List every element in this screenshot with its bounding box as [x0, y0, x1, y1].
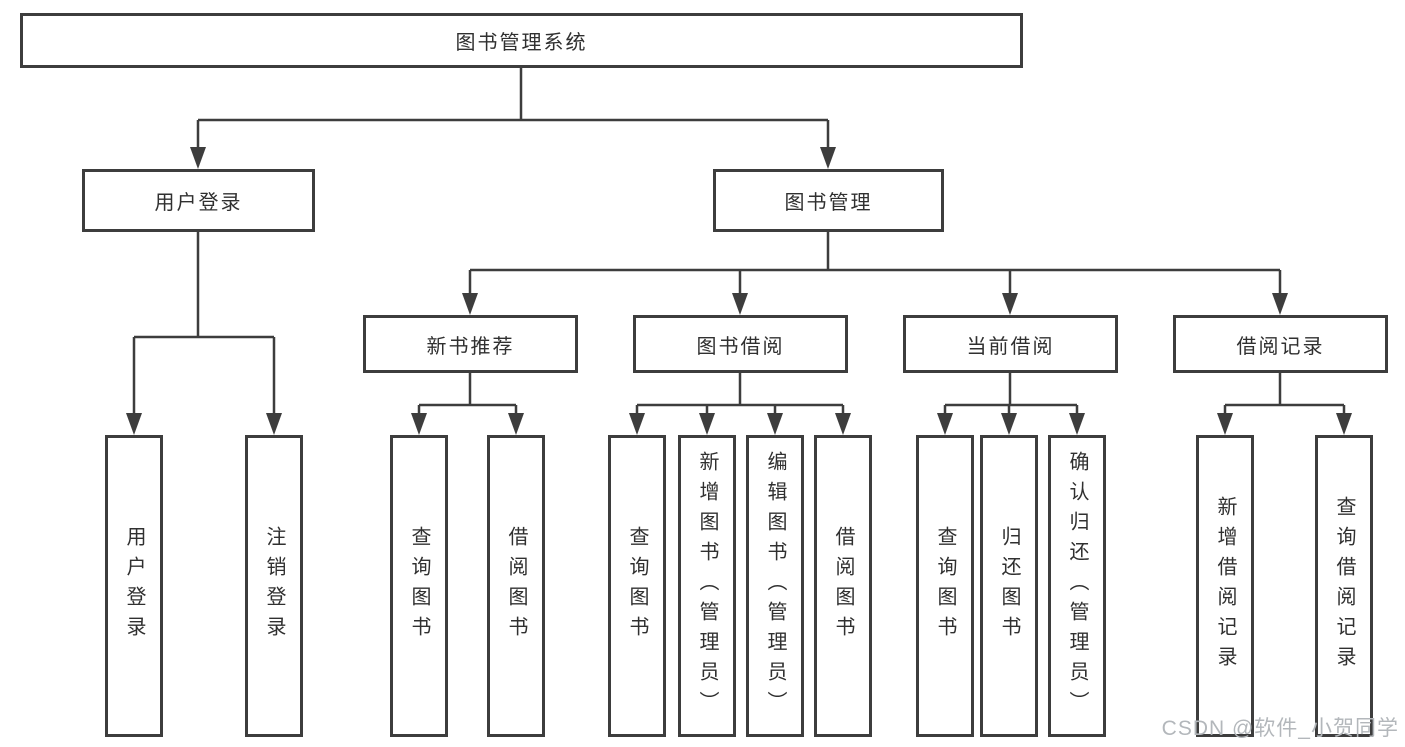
leaf-query-books-recommend: 查询图书 [390, 435, 448, 737]
leaf-add-borrow-record: 新增借阅记录 [1196, 435, 1254, 737]
node-library-management-system: 图书管理系统 [20, 13, 1023, 68]
leaf-return-books: 归还图书 [980, 435, 1038, 737]
leaf-user-login: 用户登录 [105, 435, 163, 737]
leaf-query-borrow-record: 查询借阅记录 [1315, 435, 1373, 737]
leaf-logout: 注销登录 [245, 435, 303, 737]
node-new-book-recommendation: 新书推荐 [363, 315, 578, 373]
node-borrowing-records: 借阅记录 [1173, 315, 1388, 373]
leaf-query-books-borrowing: 查询图书 [608, 435, 666, 737]
leaf-borrow-books-recommend: 借阅图书 [487, 435, 545, 737]
leaf-query-books-current: 查询图书 [916, 435, 974, 737]
node-book-borrowing: 图书借阅 [633, 315, 848, 373]
node-user-login-module: 用户登录 [82, 169, 315, 232]
node-book-management-module: 图书管理 [713, 169, 944, 232]
node-current-borrowing: 当前借阅 [903, 315, 1118, 373]
leaf-add-books-admin: 新增图书（管理员） [678, 435, 736, 737]
leaf-edit-books-admin: 编辑图书（管理员） [746, 435, 804, 737]
leaf-confirm-return-admin: 确认归还（管理员） [1048, 435, 1106, 737]
watermark-csdn: CSDN @软件_小贺同学 [1161, 717, 1399, 740]
leaf-borrow-books-borrowing: 借阅图书 [814, 435, 872, 737]
